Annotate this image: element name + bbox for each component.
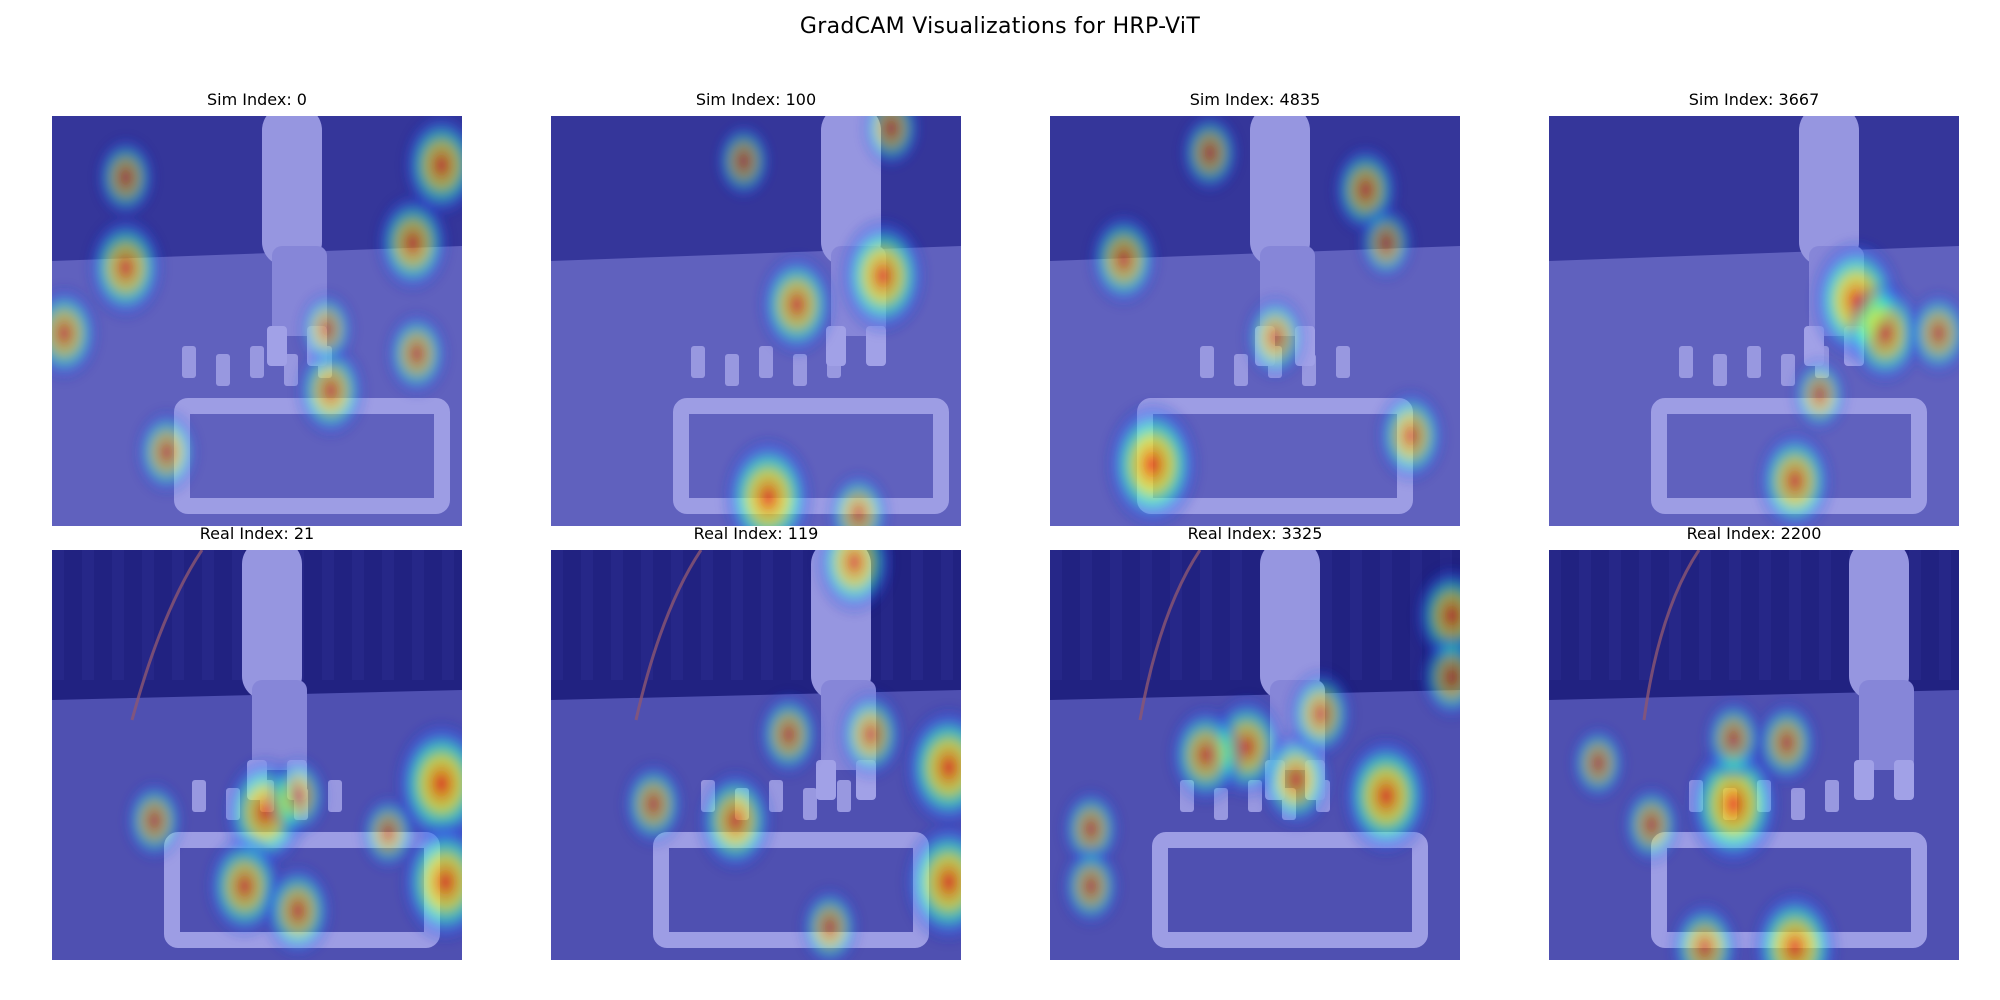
heatmap-spot — [1752, 696, 1822, 789]
panel-title: Sim Index: 3667 — [1688, 90, 1820, 109]
heatmap-spot — [93, 134, 159, 221]
heatmap-spot — [712, 119, 775, 203]
heatmap-spot — [834, 686, 907, 783]
real-gradcam-panel: Real Index: 2200 — [1549, 524, 1959, 960]
heatmap-spot — [1103, 398, 1202, 526]
heatmap-spot — [1618, 781, 1685, 869]
gradcam-image — [1050, 116, 1460, 526]
heatmap-spot — [858, 116, 924, 172]
heatmap-spot — [132, 406, 202, 498]
sim-gradcam-panel: Sim Index: 4835 — [1050, 90, 1460, 526]
panel-title: Sim Index: 4835 — [1189, 90, 1321, 109]
heatmap-spot — [1373, 385, 1449, 487]
heatmap-spot — [52, 283, 102, 384]
panel-title: Real Index: 21 — [199, 524, 315, 543]
heatmap-spot — [357, 791, 420, 875]
heatmap-spot — [619, 758, 688, 850]
heatmap-spot — [1355, 201, 1418, 285]
heatmap-spot — [1904, 287, 1959, 380]
heatmap-spot — [797, 883, 863, 960]
heatmap-spot — [382, 308, 452, 400]
heatmap-spot — [1748, 886, 1842, 960]
heatmap-spot — [824, 467, 893, 526]
heatmap-spot — [84, 212, 167, 323]
heatmap-spot — [836, 214, 930, 338]
gradcam-image — [52, 116, 462, 526]
heatmap-spot — [1284, 666, 1357, 762]
panel-title: Real Index: 2200 — [1686, 524, 1822, 543]
heatmap-spot — [1788, 353, 1851, 437]
heatmap-spot — [1177, 116, 1243, 197]
gradcam-image — [1549, 116, 1959, 526]
figure-suptitle: GradCAM Visualizations for HRP-ViT — [799, 14, 1201, 39]
panel-title: Sim Index: 100 — [695, 90, 817, 109]
heatmap-spot — [1058, 842, 1124, 930]
real-gradcam-panel: Real Index: 21 — [52, 524, 462, 960]
heatmap-spot — [1166, 702, 1246, 808]
panel-title: Real Index: 3325 — [1187, 524, 1323, 543]
gradcam-image — [551, 550, 961, 960]
heatmap-spot — [720, 433, 817, 526]
heatmap-spot — [293, 340, 369, 441]
gradcam-image — [1050, 550, 1460, 960]
heatmap-spot — [900, 818, 961, 946]
heatmap-spot — [1844, 278, 1927, 389]
heatmap-spot — [1700, 695, 1767, 783]
sim-gradcam-panel: Sim Index: 0 — [52, 90, 462, 526]
gradcam-image — [1549, 550, 1959, 960]
heatmap-spot — [121, 777, 188, 865]
heatmap-spot — [754, 688, 824, 781]
sim-gradcam-panel: Sim Index: 3667 — [1549, 90, 1959, 526]
heatmap-spot — [694, 765, 777, 876]
heatmap-spot — [900, 703, 961, 832]
heatmap-spot — [1241, 291, 1310, 384]
real-gradcam-panel: Real Index: 119 — [551, 524, 961, 960]
heatmap-spot — [1667, 897, 1743, 960]
sim-gradcam-panel: Sim Index: 100 — [551, 90, 961, 526]
heatmap-spot — [1684, 738, 1783, 871]
gradcam-image — [52, 550, 462, 960]
heatmap-spot — [1338, 732, 1435, 860]
heatmap-spot — [1417, 631, 1460, 723]
heatmap-spot — [260, 860, 336, 960]
real-gradcam-panel: Real Index: 3325 — [1050, 524, 1460, 960]
heatmap-spot — [400, 116, 462, 220]
heatmap-spot — [295, 287, 358, 371]
heatmap-spot — [1086, 209, 1162, 310]
heatmap-spot — [265, 752, 331, 840]
panel-title: Sim Index: 0 — [207, 90, 307, 109]
heatmap-spot — [813, 550, 896, 618]
heatmap-spot — [755, 249, 839, 360]
heatmap-spot — [1567, 721, 1630, 805]
panel-title: Real Index: 119 — [693, 524, 819, 543]
heatmap-spot — [1753, 426, 1837, 526]
gradcam-image — [551, 116, 961, 526]
